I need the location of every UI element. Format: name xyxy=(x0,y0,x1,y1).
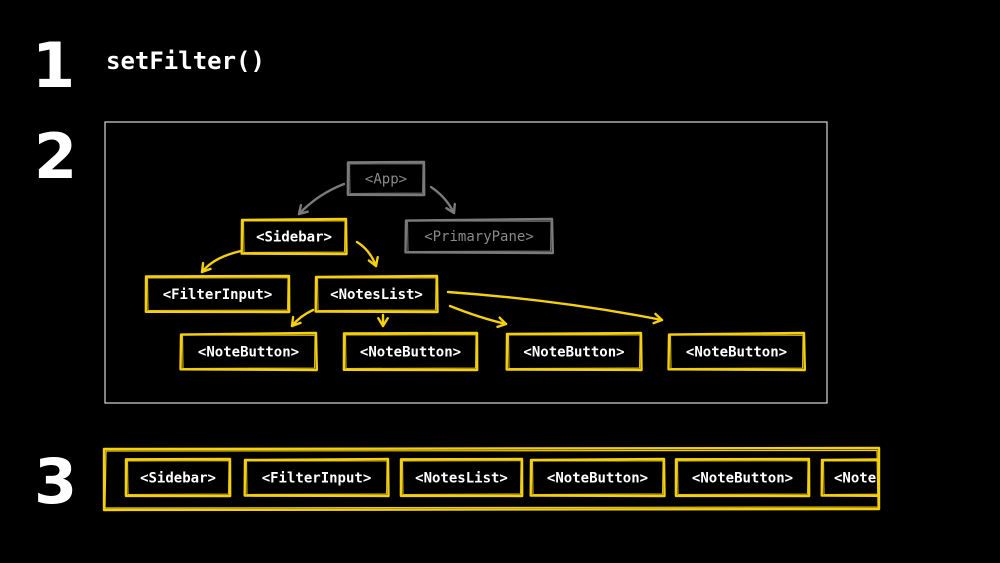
tree-node-label: <Sidebar> xyxy=(256,230,332,246)
tree-node-label: <NoteButton> xyxy=(686,345,787,361)
edge-noteslist-to-notebutton4 xyxy=(446,290,664,325)
tree-edges xyxy=(200,182,664,329)
edge-noteslist-to-notebutton1 xyxy=(290,308,315,328)
queue-item-3: <NotesList> xyxy=(399,457,524,498)
tree-node-primarypane: <PrimaryPane> xyxy=(404,217,554,255)
step-number-1: 1 xyxy=(32,29,75,102)
queue-item-6: <Note xyxy=(820,458,878,498)
queue-item-2: <FilterInput> xyxy=(243,457,390,498)
tree-node-label: <PrimaryPane> xyxy=(424,229,534,245)
queue-item-4: <NoteButton> xyxy=(529,457,666,498)
edge-app-to-primarypane xyxy=(429,185,456,215)
tree-node-app: <App> xyxy=(346,160,426,197)
queue-outer-frame-sketch xyxy=(104,449,879,509)
queue-item-label: <NotesList> xyxy=(415,471,508,487)
tree-node-label: <NoteButton> xyxy=(198,345,299,361)
queue-item-label: <FilterInput> xyxy=(262,471,372,487)
edge-app-to-sidebar xyxy=(297,182,346,216)
queue-outer-frame xyxy=(102,446,881,512)
queue-item-label: <NoteButton> xyxy=(692,471,793,487)
edge-noteslist-to-notebutton3 xyxy=(448,304,508,329)
step-number-2: 2 xyxy=(34,120,77,193)
tree-node-label: <NoteButton> xyxy=(523,345,624,361)
render-queue: <Sidebar> <FilterInput> <NotesList> <NoteBu… xyxy=(102,446,881,512)
tree-frame xyxy=(104,121,828,404)
tree-node-label: <FilterInput> xyxy=(163,287,273,303)
queue-item-1: <Sidebar> xyxy=(124,457,232,498)
queue-item-label: <Sidebar> xyxy=(140,471,216,487)
tree-node-notebutton4: <NoteButton> xyxy=(667,331,806,372)
tree-node-notebutton3: <NoteButton> xyxy=(505,331,643,372)
queue-item-label: <Note xyxy=(834,471,876,487)
edge-sidebar-to-filterinput xyxy=(200,249,243,274)
queue-item-5: <NoteButton> xyxy=(674,457,811,498)
tree-node-notebutton1: <NoteButton> xyxy=(179,331,318,372)
step-number-3: 3 xyxy=(34,445,77,518)
tree-node-noteslist: <NotesList> xyxy=(314,274,439,314)
edge-sidebar-to-noteslist xyxy=(355,240,379,268)
queue-item-label: <NoteButton> xyxy=(547,471,648,487)
tree-node-filterinput: <FilterInput> xyxy=(144,274,291,314)
tree-node-label: <NotesList> xyxy=(330,287,423,303)
step-1-title: setFilter() xyxy=(106,47,265,75)
tree-node-notebutton2: <NoteButton> xyxy=(342,331,479,372)
component-tree: <App> <Sidebar> <PrimaryPane> <FilterInput>… xyxy=(144,160,806,372)
tree-node-label: <NoteButton> xyxy=(360,345,461,361)
queue-items: <Sidebar> <FilterInput> <NotesList> <NoteBu… xyxy=(124,457,878,498)
tree-node-sidebar: <Sidebar> xyxy=(240,217,348,256)
tree-node-label: <App> xyxy=(365,172,407,188)
edge-noteslist-to-notebutton2 xyxy=(377,313,389,328)
